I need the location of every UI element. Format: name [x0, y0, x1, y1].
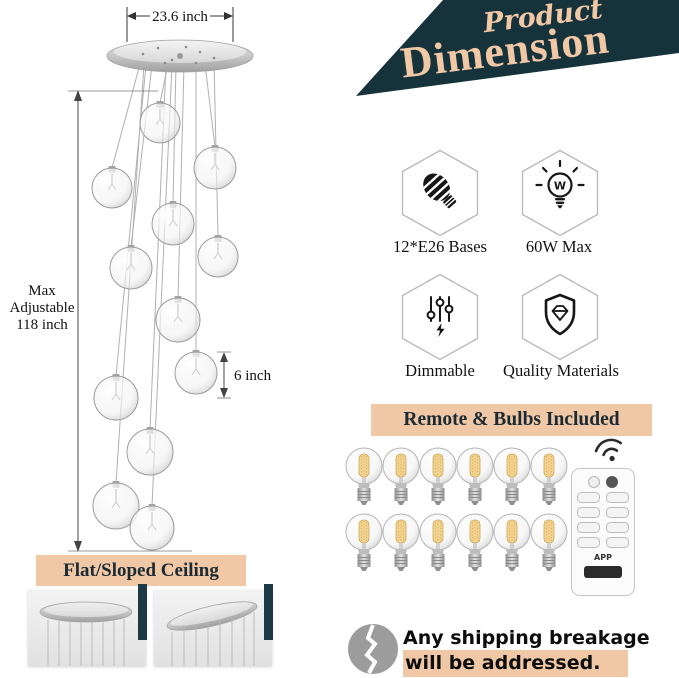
- decor-bar: [264, 584, 273, 640]
- led-bulb: [529, 446, 569, 520]
- remote-button: [577, 537, 600, 548]
- feature-label-bases: 12*E26 Bases: [393, 237, 487, 256]
- led-bulb: [418, 512, 458, 586]
- ceiling-banner: Flat/Sloped Ceiling: [36, 555, 246, 586]
- led-bulb: [344, 512, 384, 586]
- shipping-note-line2: will be addressed.: [403, 650, 629, 677]
- decor-bar: [138, 584, 147, 640]
- shipping-note-line1: Any shipping breakage: [403, 627, 650, 649]
- height-dimension: [68, 90, 192, 552]
- glass-globes: [91, 101, 239, 551]
- wifi-icon: [594, 438, 623, 462]
- remote-button: [577, 492, 600, 503]
- feature-label-wattage: 60W Max: [525, 237, 593, 256]
- led-bulb: [344, 446, 384, 520]
- svg-text:W: W: [554, 180, 566, 193]
- remote-button: [577, 522, 600, 533]
- height-dimension-label: Max Adjustable 118 inch: [9, 283, 75, 333]
- width-dimension-label: 23.6 inch: [152, 9, 208, 25]
- led-bulb: [492, 512, 532, 586]
- included-banner: Remote & Bulbs Included: [371, 404, 652, 436]
- led-bulb: [492, 446, 532, 520]
- remote-power-button: [584, 566, 622, 578]
- remote-button: [606, 492, 629, 503]
- remote-button: [606, 507, 629, 518]
- remote-button: [606, 522, 629, 533]
- remote-control: APP: [571, 468, 635, 596]
- dimmer-sliders-icon: [401, 273, 479, 361]
- led-bulb: [381, 446, 421, 520]
- remote-button: [577, 507, 600, 518]
- width-dimension: [126, 7, 234, 42]
- globe-dimension-label: 6 inch: [234, 368, 272, 384]
- flat-ceiling-photo: [28, 590, 146, 666]
- led-bulb: [381, 512, 421, 586]
- shield-diamond-icon: [521, 273, 599, 361]
- remote-button: [606, 537, 629, 548]
- feature-label-dimmable: Dimmable: [405, 361, 475, 380]
- chandelier-illustration: 23.6 inch: [68, 7, 272, 552]
- cracked-ball-icon: [348, 624, 398, 674]
- bulb-grid: [344, 446, 570, 594]
- cfl-bulb-icon: [401, 149, 479, 237]
- feature-label-quality: Quality Materials: [503, 361, 619, 380]
- led-bulb: [455, 512, 495, 586]
- sloped-ceiling-photo: [154, 590, 272, 666]
- remote-app-label: APP: [594, 553, 612, 562]
- led-bulb: [529, 512, 569, 586]
- globe-dimension: [217, 351, 231, 399]
- remote-button: [588, 476, 600, 488]
- led-bulb: [455, 446, 495, 520]
- glowing-bulb-icon: W: [521, 149, 599, 237]
- remote-button: [606, 476, 618, 488]
- led-bulb: [418, 446, 458, 520]
- ceiling-canopy: [106, 39, 254, 73]
